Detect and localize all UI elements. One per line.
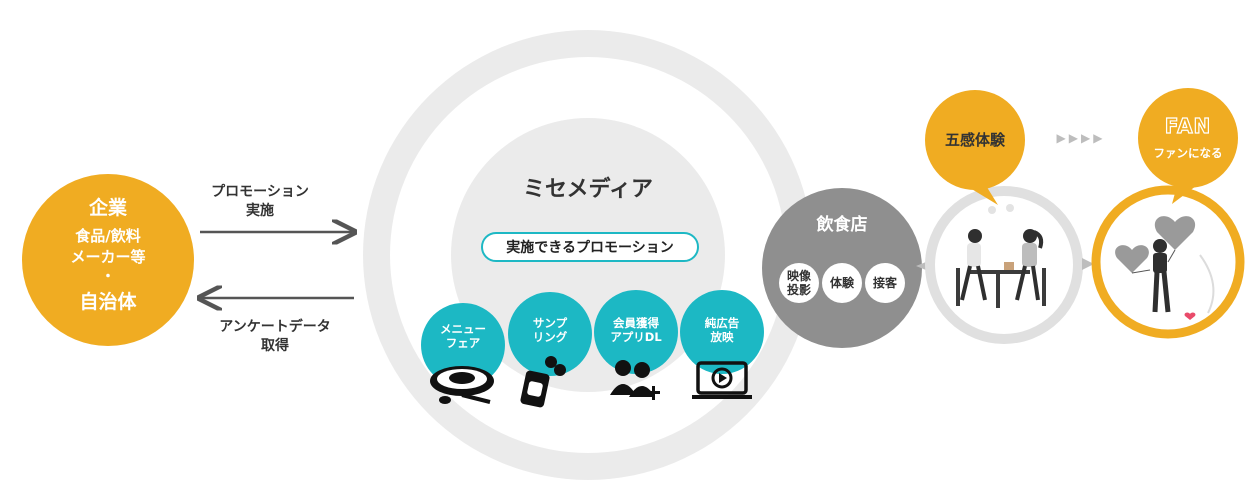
chip-service: 接客 bbox=[865, 263, 905, 303]
fan-sub: ファンになる bbox=[1153, 146, 1223, 160]
users-add-icon bbox=[610, 360, 660, 400]
chip-projection-line2: 投影 bbox=[786, 283, 811, 297]
sampling-label-1: サンプ bbox=[532, 316, 568, 330]
promotion-label-2: 実施 bbox=[246, 203, 274, 219]
experience-label: 五感体験 bbox=[944, 131, 1005, 149]
connector-arrow-2 bbox=[1082, 258, 1094, 270]
connector-arrow bbox=[916, 262, 926, 270]
video-screen-icon bbox=[692, 361, 752, 399]
experience-bubble bbox=[925, 90, 1025, 190]
company-line2: 食品/飲料 bbox=[75, 227, 141, 245]
fan-title: FAN bbox=[1164, 113, 1212, 138]
member-circle bbox=[594, 290, 678, 374]
chip-experience: 体験 bbox=[822, 263, 862, 303]
member-label-1: 会員獲得 bbox=[613, 316, 659, 330]
sampling-circle bbox=[508, 292, 592, 376]
company-line4: 自治体 bbox=[79, 291, 137, 313]
ad-circle bbox=[680, 290, 764, 374]
sampling-label-2: リング bbox=[532, 330, 568, 344]
menu-fair-label-2: フェア bbox=[445, 336, 481, 350]
chip-projection: 映像 投影 bbox=[779, 263, 819, 303]
survey-label-1: アンケートデータ bbox=[219, 319, 331, 335]
company-dot: ・ bbox=[101, 269, 115, 285]
fan-illustration bbox=[1115, 216, 1215, 320]
dining-illustration bbox=[956, 204, 1046, 308]
chip-projection-line1: 映像 bbox=[786, 269, 811, 283]
member-label-2: アプリDL bbox=[610, 330, 662, 344]
company-line3: メーカー等 bbox=[70, 248, 146, 266]
menu-fair-circle bbox=[421, 303, 505, 387]
fan-bubble bbox=[1138, 88, 1238, 188]
ad-label-2: 放映 bbox=[710, 330, 734, 344]
ad-label-1: 純広告 bbox=[704, 316, 740, 330]
restaurant-title: 飲食店 bbox=[816, 215, 868, 235]
company-title: 企業 bbox=[88, 197, 127, 219]
menu-fair-label-1: メニュー bbox=[440, 322, 486, 336]
promotion-pill: 実施できるプロモーション bbox=[481, 232, 699, 262]
sample-bag-icon bbox=[520, 356, 566, 408]
promotion-label-1: プロモーション bbox=[211, 184, 309, 200]
survey-label-2: 取得 bbox=[261, 338, 289, 354]
company-circle bbox=[22, 174, 194, 346]
plate-icon bbox=[430, 366, 494, 404]
progress-arrows: ▶▶▶▶ bbox=[1056, 131, 1106, 145]
media-title: ミセメディア bbox=[522, 177, 654, 202]
